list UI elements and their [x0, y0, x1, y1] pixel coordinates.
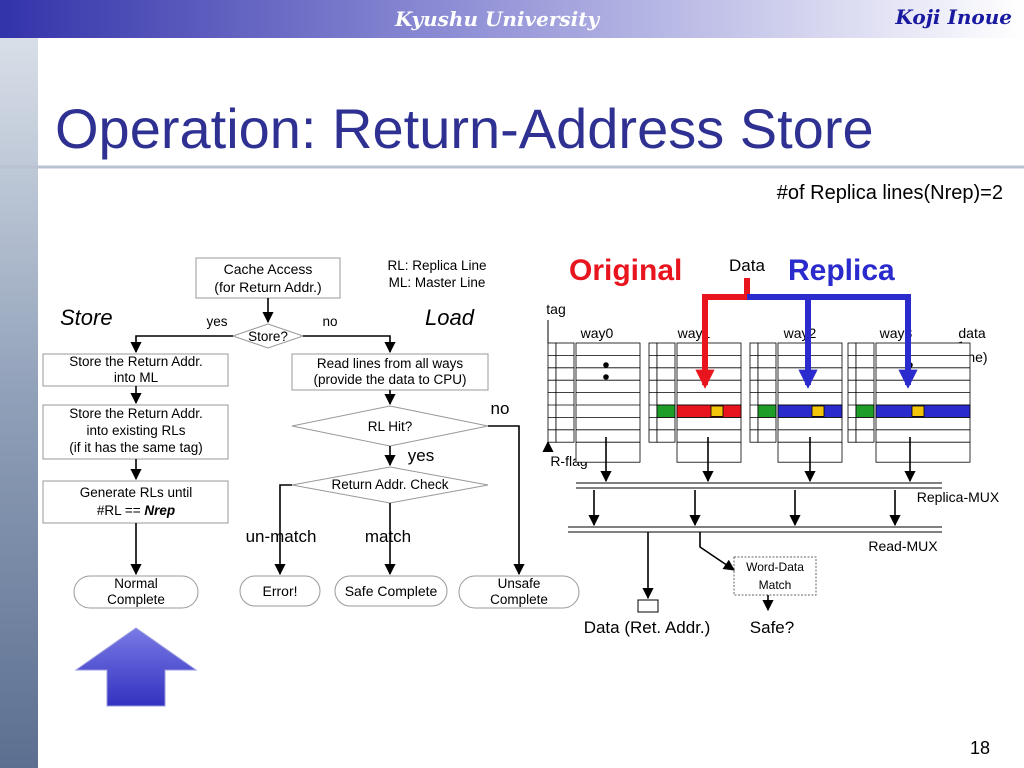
word-data-match-line2: Match — [759, 578, 792, 592]
rl-hit-text: RL Hit? — [368, 419, 413, 434]
normal-complete-line2: Complete — [107, 592, 165, 607]
store-step3-prefix: #RL == — [97, 503, 145, 518]
hit-yes-label: yes — [408, 446, 434, 465]
error-box — [239, 575, 321, 607]
way2-tag-cell — [757, 404, 777, 418]
no-label: no — [322, 314, 337, 329]
store-step1-line1: Store the Return Addr. — [69, 354, 203, 369]
store-label: Store — [60, 305, 113, 330]
way1-word — [710, 405, 724, 417]
replica-mux-label: Replica-MUX — [917, 489, 1000, 505]
word-data-match-box — [733, 556, 817, 596]
way3-data-array — [875, 342, 971, 463]
way2-replica-line — [777, 404, 843, 418]
load-label: Load — [425, 305, 475, 330]
flowchart: Cache Access (for Return Addr.) RL: Repl… — [42, 257, 580, 609]
data-ret-addr-label: Data (Ret. Addr.) — [584, 618, 711, 637]
store-step2-line3: (if it has the same tag) — [69, 440, 203, 455]
store-step3-emph: Nrep — [144, 503, 175, 518]
normal-complete-box — [73, 575, 199, 609]
load-step1-line1: Read lines from all ways — [317, 356, 464, 371]
store-step2-line1: Store the Return Addr. — [69, 406, 203, 421]
data-line-label1: data — [958, 325, 985, 341]
way3-tag-cell — [855, 404, 875, 418]
page-number: 18 — [970, 738, 990, 758]
unsafe-complete-line2: Complete — [490, 592, 548, 607]
store-step3-line1: Generate RLs until — [80, 485, 193, 500]
yes-label: yes — [206, 314, 227, 329]
unsafe-complete-box — [458, 575, 580, 609]
store-step1-line2: into ML — [114, 370, 159, 385]
side-bar — [0, 38, 38, 768]
up-arrow-icon — [74, 627, 198, 707]
store-decision — [231, 323, 305, 349]
word-data-match-line1: Word-Data — [746, 560, 804, 574]
normal-complete-line1: Normal — [114, 576, 158, 591]
cache-access-line1: Cache Access — [224, 261, 313, 277]
store-step3-box — [42, 480, 229, 524]
store-step1-box — [42, 353, 229, 387]
way1-tag-cell — [656, 404, 676, 418]
way1-data-array — [676, 342, 742, 463]
store-step2-box — [42, 404, 229, 460]
hit-no-label: no — [491, 399, 510, 418]
store-decision-text: Store? — [248, 329, 288, 344]
page-title: Operation: Return-Address Store — [55, 97, 874, 160]
legend-ml: ML: Master Line — [389, 275, 486, 290]
way3-word — [911, 405, 925, 417]
original-label: Original — [569, 254, 682, 287]
cache-access-box — [195, 257, 341, 299]
header-university: Kyushu University — [394, 7, 601, 31]
match-label: match — [365, 527, 411, 546]
return-check-text: Return Addr. Check — [331, 477, 448, 492]
load-step1-line2: (provide the data to CPU) — [313, 372, 466, 387]
store-step2-line2: into existing RLs — [86, 423, 185, 438]
way3-label: way3 — [879, 325, 913, 341]
unmatch-label: un-match — [246, 527, 317, 546]
way0-data-array — [575, 342, 641, 463]
replica-arrow — [747, 294, 918, 389]
replica-label: Replica — [788, 254, 895, 287]
legend-rl: RL: Replica Line — [387, 258, 486, 273]
unsafe-complete-line1: Unsafe — [498, 576, 541, 591]
load-step1-box — [291, 353, 489, 391]
safe-complete-box — [334, 575, 448, 607]
way2-word — [811, 405, 825, 417]
error-text: Error! — [263, 583, 298, 599]
read-mux-label: Read-MUX — [868, 538, 938, 554]
data-label: Data — [729, 256, 765, 275]
way2-label: way2 — [783, 325, 817, 341]
safe-complete-text: Safe Complete — [345, 583, 438, 599]
way0-label: way0 — [580, 325, 614, 341]
cache-diagram: Original Replica Data tag way0 way1 way2… — [542, 254, 1000, 637]
header-band — [0, 0, 1024, 38]
way1-original-line — [676, 404, 742, 418]
safe-q-label: Safe? — [750, 618, 794, 637]
cache-access-line2: (for Return Addr.) — [214, 279, 321, 295]
subtitle: #of Replica lines(Nrep)=2 — [777, 182, 1003, 204]
ellipsis-dot — [603, 374, 609, 380]
ellipsis-dot — [603, 362, 609, 368]
header-author: Koji Inoue — [894, 5, 1012, 29]
tag-label: tag — [546, 301, 565, 317]
data-output-box — [637, 599, 659, 613]
store-step3-line2: #RL == Nrep — [97, 503, 175, 518]
original-arrow — [695, 278, 750, 389]
